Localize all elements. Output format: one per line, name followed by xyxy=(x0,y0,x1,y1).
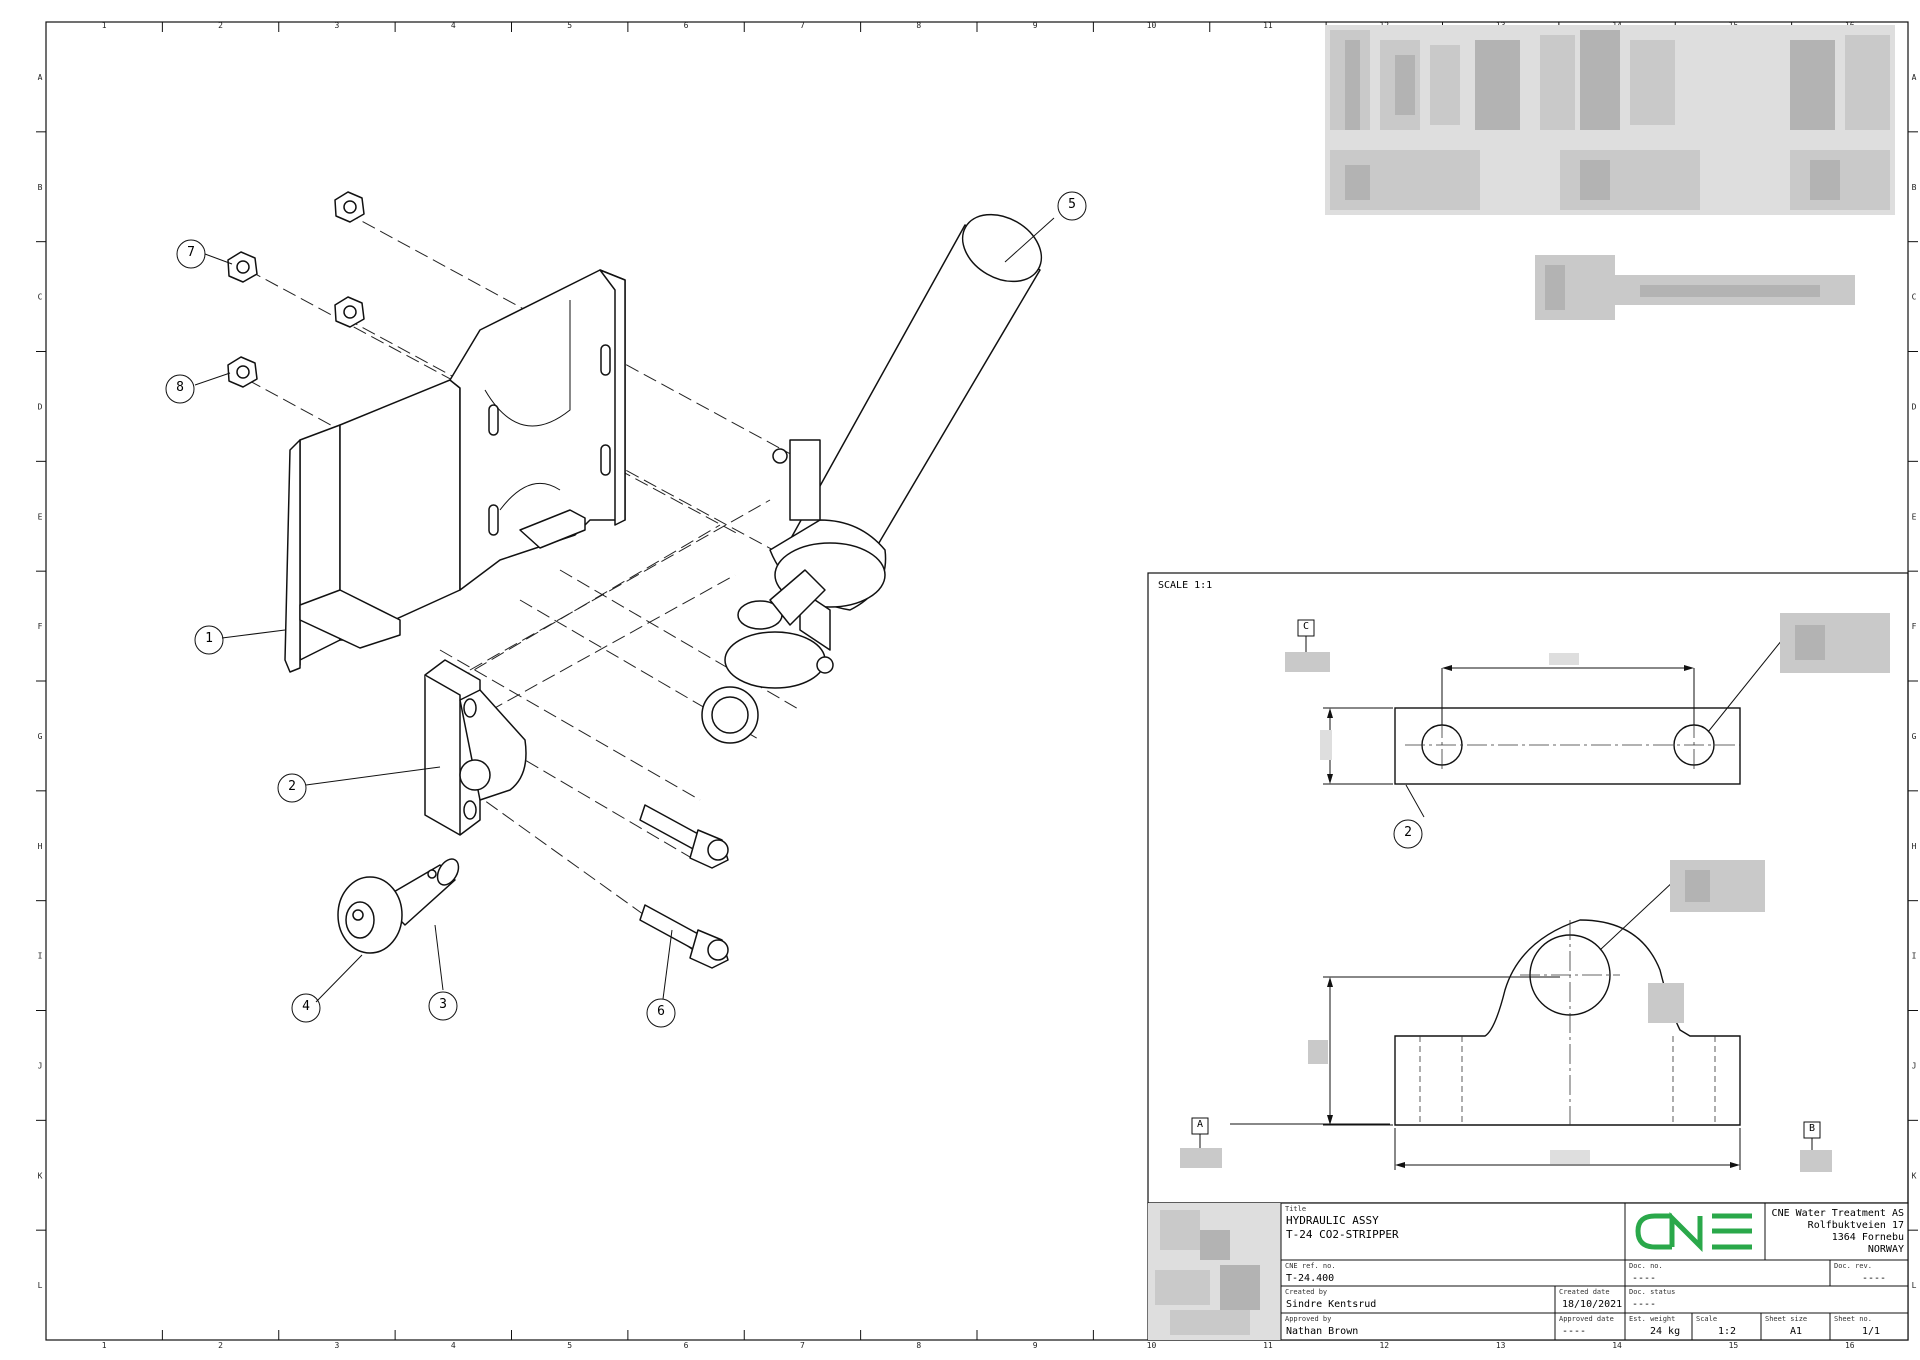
row-label: H xyxy=(1912,842,1917,851)
column-label: 3 xyxy=(335,1341,340,1350)
row-label: L xyxy=(38,1281,43,1290)
column-label: 4 xyxy=(451,1341,456,1350)
row-label: C xyxy=(38,293,43,302)
nut xyxy=(334,296,365,328)
row-label: E xyxy=(38,512,43,521)
part-2-lug xyxy=(424,659,527,836)
column-label: 6 xyxy=(684,21,689,30)
part-1-bracket xyxy=(284,269,626,673)
column-label: 13 xyxy=(1496,1341,1506,1350)
redacted-logo-block xyxy=(1148,1203,1281,1340)
company-logo xyxy=(1626,1204,1764,1259)
column-label: 8 xyxy=(916,1341,921,1350)
part-4-washer xyxy=(337,876,403,954)
row-label: B xyxy=(1912,183,1917,192)
row-label: J xyxy=(38,1061,43,1070)
column-label: 11 xyxy=(1263,21,1273,30)
column-labels: 1122334455667788991010111112121313141415… xyxy=(102,21,1855,1350)
row-label: F xyxy=(1912,622,1917,631)
row-label: A xyxy=(38,73,43,82)
row-label: I xyxy=(38,952,43,961)
column-label: 14 xyxy=(1612,1341,1622,1350)
row-label: K xyxy=(38,1171,43,1180)
row-label: G xyxy=(1912,732,1917,741)
row-label: H xyxy=(38,842,43,851)
nut xyxy=(334,191,365,223)
column-label: 5 xyxy=(567,1341,572,1350)
row-label: E xyxy=(1912,512,1917,521)
part-5-cylinder xyxy=(701,213,1043,744)
redacted-header-block xyxy=(1325,25,1895,320)
column-label: 4 xyxy=(451,21,456,30)
nut xyxy=(227,251,258,283)
column-label: 5 xyxy=(567,21,572,30)
part-7-8-nuts xyxy=(227,191,365,388)
row-label: K xyxy=(1912,1171,1917,1180)
title-block xyxy=(1147,1202,1909,1341)
detail-front-view xyxy=(1230,879,1741,1170)
row-label: C xyxy=(1912,293,1917,302)
column-label: 10 xyxy=(1147,1341,1157,1350)
column-label: 2 xyxy=(218,21,223,30)
balloon-leaders xyxy=(194,217,1055,1003)
row-labels: A A B B C C D D E E F F G G H H I I J J K K L L xyxy=(38,73,1917,1290)
row-label: A xyxy=(1912,73,1917,82)
column-label: 8 xyxy=(916,21,921,30)
exploded-assembly-view xyxy=(194,191,1055,1003)
row-label: L xyxy=(1912,1281,1917,1290)
row-label: D xyxy=(38,402,43,411)
column-label: 1 xyxy=(102,21,107,30)
column-label: 9 xyxy=(1033,1341,1038,1350)
balloon-circles xyxy=(165,191,1087,1028)
column-label: 12 xyxy=(1379,1341,1389,1350)
row-label: I xyxy=(1912,952,1917,961)
column-label: 7 xyxy=(800,1341,805,1350)
column-label: 9 xyxy=(1033,21,1038,30)
detail-top-view xyxy=(1323,639,1783,849)
nut xyxy=(227,356,258,388)
column-label: 7 xyxy=(800,21,805,30)
column-label: 10 xyxy=(1147,21,1157,30)
detail-view-redactions xyxy=(1180,613,1890,1172)
row-label: D xyxy=(1912,402,1917,411)
column-label: 15 xyxy=(1729,1341,1739,1350)
row-label: G xyxy=(38,732,43,741)
column-label: 3 xyxy=(335,21,340,30)
column-label: 16 xyxy=(1845,1341,1855,1350)
row-label: B xyxy=(38,183,43,192)
row-label: J xyxy=(1912,1061,1917,1070)
part-6-bolts xyxy=(639,804,729,969)
column-label: 2 xyxy=(218,1341,223,1350)
row-label: F xyxy=(38,622,43,631)
column-label: 11 xyxy=(1263,1341,1273,1350)
column-label: 1 xyxy=(102,1341,107,1350)
column-label: 6 xyxy=(684,1341,689,1350)
